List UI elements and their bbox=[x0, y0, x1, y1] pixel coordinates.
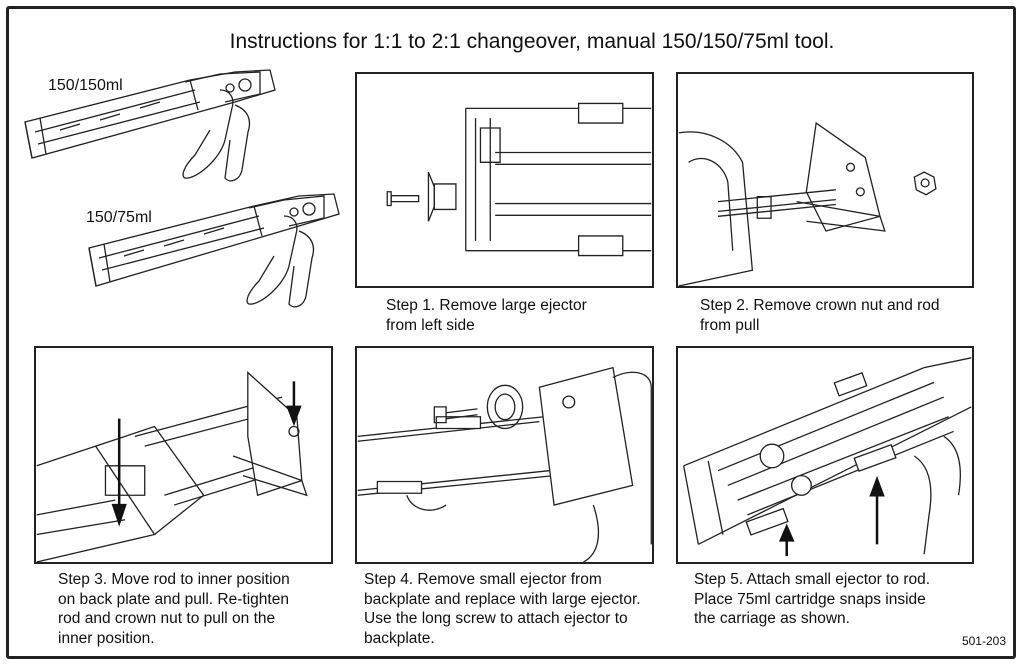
document-number: 501-203 bbox=[961, 634, 1006, 648]
tool-label-150-150: 150/150ml bbox=[48, 77, 123, 94]
step-4-illustration bbox=[355, 346, 654, 564]
step-4-caption: Step 4. Remove small ejector from backpl… bbox=[364, 571, 641, 647]
step-5-caption: Step 5. Attach small ejector to rod. Pla… bbox=[694, 571, 931, 627]
step-5-illustration bbox=[676, 346, 974, 564]
dispenser-150-150-illustration bbox=[20, 60, 280, 190]
step-1-illustration bbox=[355, 72, 654, 288]
step-3-caption: Step 3. Move rod to inner position on ba… bbox=[58, 571, 290, 647]
step-2-caption: Step 2. Remove crown nut and rod from pu… bbox=[700, 297, 940, 334]
step-1-caption: Step 1. Remove large ejector from left s… bbox=[386, 297, 587, 334]
step-3-illustration bbox=[34, 346, 333, 564]
dispenser-150-75-illustration bbox=[84, 178, 344, 318]
step-2-illustration bbox=[676, 72, 974, 288]
page-title: Instructions for 1:1 to 2:1 changeover, … bbox=[229, 30, 835, 53]
tool-label-150-75: 150/75ml bbox=[86, 209, 152, 226]
